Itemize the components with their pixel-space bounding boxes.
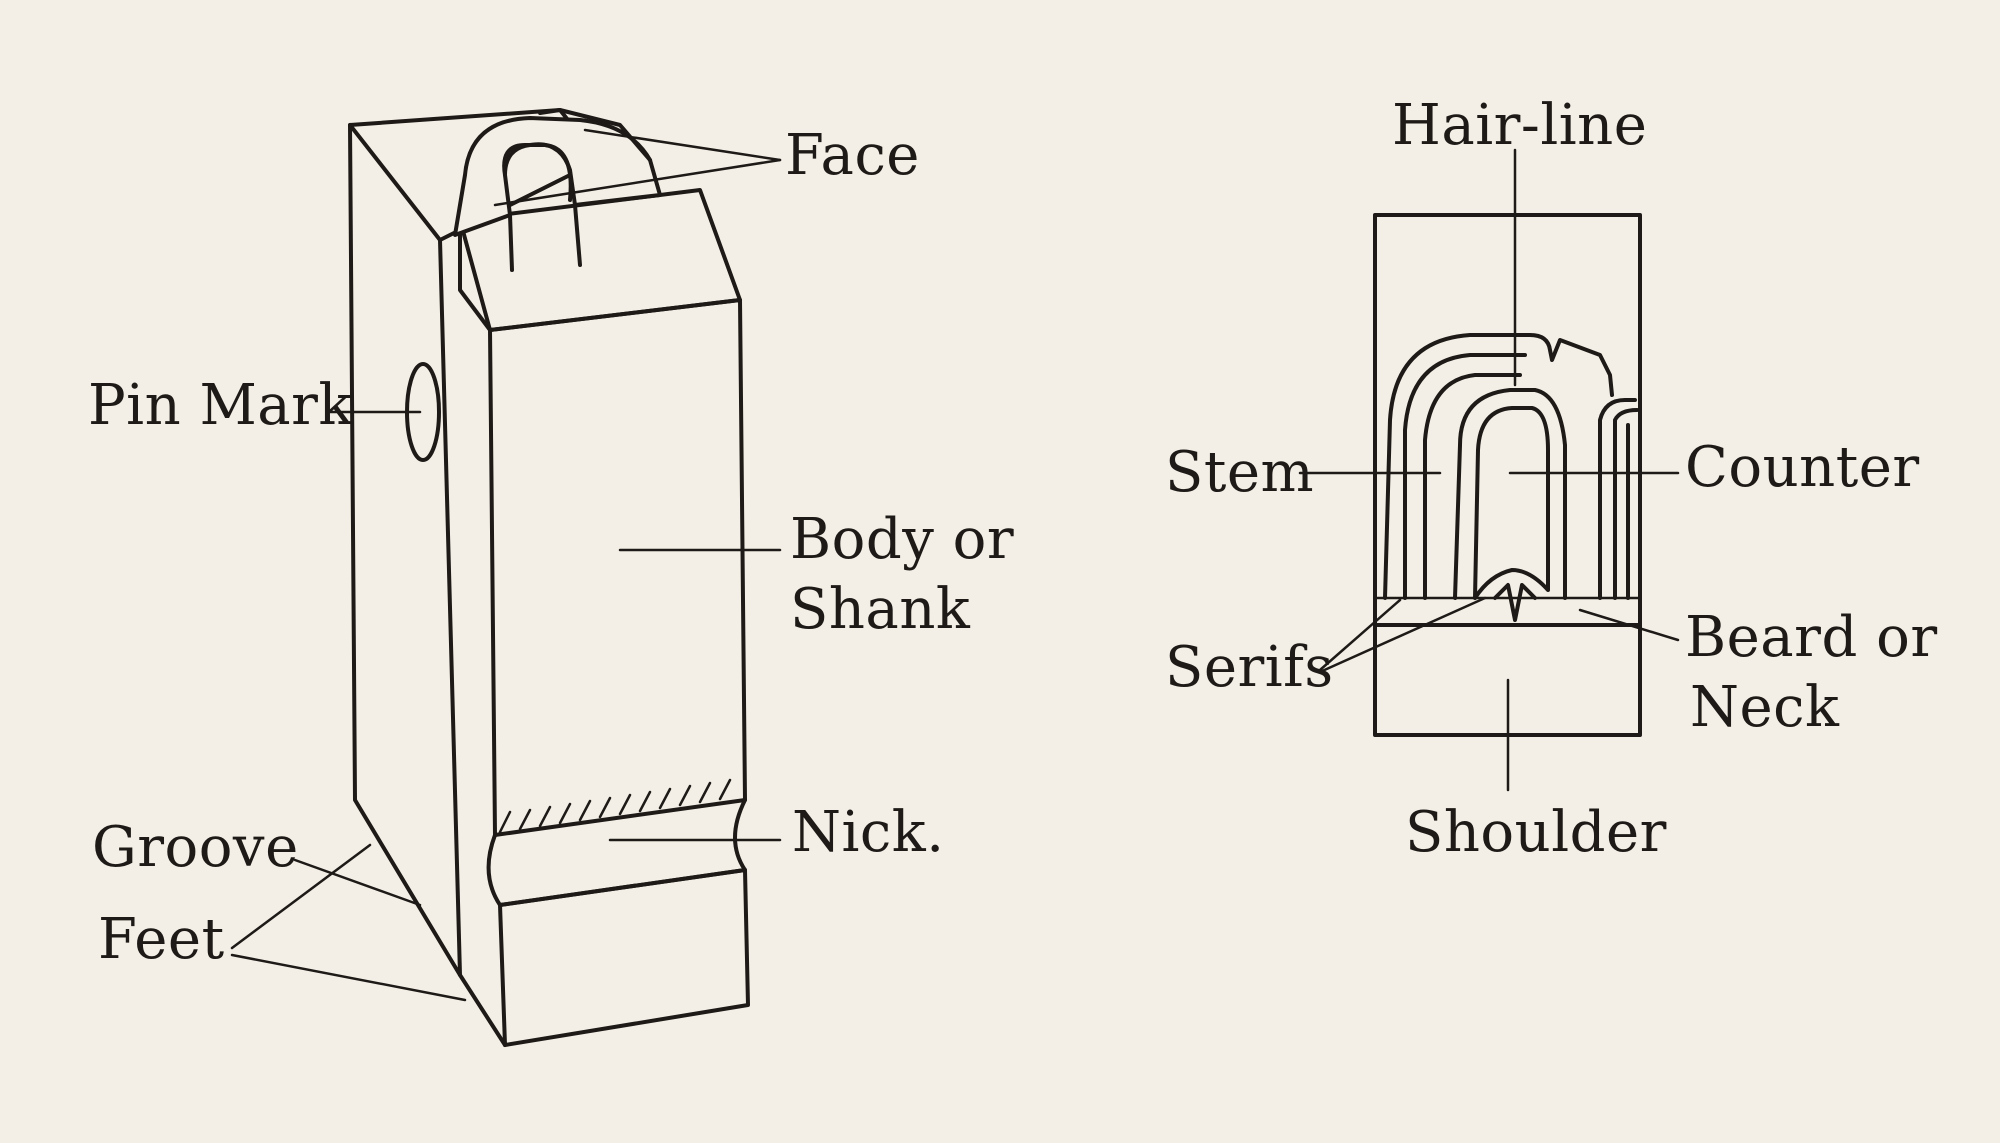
label-feet: Feet [98, 907, 225, 972]
beard-leader [1578, 608, 1680, 642]
letter-bevel-lines [508, 203, 582, 272]
label-hair-line: Hair-line [1392, 93, 1648, 158]
label-counter: Counter [1685, 435, 1920, 500]
label-serifs: Serifs [1165, 635, 1334, 700]
face-leader-2 [493, 158, 782, 207]
detail-serif-notch [1493, 583, 1537, 622]
nick-hatching [498, 778, 732, 834]
block-bottom-edge [458, 973, 507, 1047]
label-neck: Neck [1690, 675, 1840, 740]
label-beard-or: Beard or [1685, 605, 1938, 670]
serifs-leader-2 [1318, 596, 1487, 674]
letter-face-right [538, 108, 652, 162]
left-leaders [230, 128, 782, 1002]
detail-counter-outer [1453, 388, 1567, 600]
block-front-shank [488, 298, 747, 837]
serifs-leader-1 [1318, 598, 1402, 672]
detail-counter-inner [1473, 406, 1550, 600]
label-stem: Stem [1165, 440, 1315, 505]
feet-leader-2 [230, 953, 467, 1002]
detail-stem-inner-1 [1403, 353, 1527, 600]
feet-leader-1 [230, 843, 372, 950]
label-shank: Shank [790, 577, 971, 642]
right-leaders [1298, 148, 1680, 792]
groove-leader [293, 858, 422, 907]
detail-right-stem-1 [1598, 398, 1637, 600]
label-face: Face [785, 123, 920, 188]
label-pin-mark: Pin Mark [88, 373, 353, 438]
face-detail-drawing [1373, 213, 1642, 737]
label-nick: Nick. [792, 800, 945, 865]
label-groove: Groove [92, 815, 299, 880]
face-leader-1 [583, 128, 782, 162]
type-block-drawing [348, 108, 750, 1047]
detail-stem-inner-2 [1423, 373, 1522, 600]
block-shoulder-left [458, 218, 492, 332]
block-feet [498, 868, 750, 1047]
letter-counter-top [502, 143, 573, 202]
detail-outer-arch [1383, 333, 1614, 600]
detail-right-stem-2 [1613, 408, 1639, 600]
label-body-or: Body or [790, 507, 1015, 572]
label-shoulder: Shoulder [1405, 800, 1667, 865]
